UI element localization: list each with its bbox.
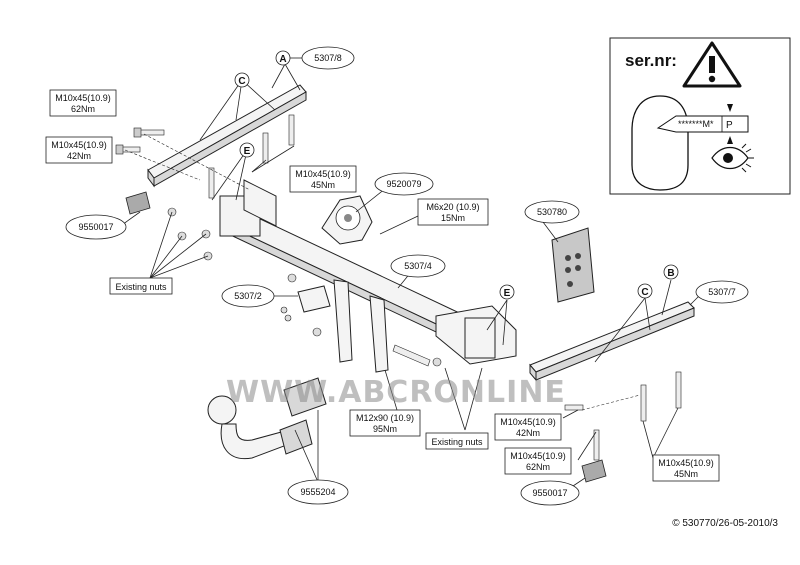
svg-text:Existing nuts: Existing nuts (115, 282, 167, 292)
right-side-bar (529, 301, 695, 382)
bolt-spec-socket: M6x20 (10.9) 15Nm (417, 198, 489, 226)
svg-text:9550017: 9550017 (78, 222, 113, 232)
eye-icon (711, 143, 754, 173)
part-label-main-beam: 5307/4 (390, 254, 446, 278)
svg-text:C: C (238, 76, 245, 87)
svg-text:M10x45(10.9): M10x45(10.9) (295, 169, 351, 179)
bolt-spec-top-left-1: M10x45(10.9) 62Nm (49, 89, 117, 117)
callout-A: A (275, 50, 291, 66)
socket-plate (321, 195, 373, 245)
svg-text:M12x90 (10.9): M12x90 (10.9) (356, 413, 414, 423)
arrow-down-icon (727, 104, 733, 112)
svg-text:A: A (279, 54, 286, 65)
svg-text:62Nm: 62Nm (526, 462, 550, 472)
copyright: © 530770/26-05-2010/3 (672, 518, 778, 529)
part-label-bar-left: 5307/8 (301, 46, 355, 70)
bolt-spec-right-2: M10x45(10.9) 62Nm (504, 447, 572, 475)
callout-C-left: C (234, 72, 250, 88)
callout-E-left: E (239, 142, 255, 158)
part-label-bracket-small: 5307/2 (221, 284, 275, 308)
svg-text:9555204: 9555204 (300, 487, 335, 497)
bolt-spec-top-mid: M10x45(10.9) 45Nm (289, 165, 357, 193)
existing-nuts-center: Existing nuts (425, 432, 489, 450)
svg-text:C: C (641, 287, 648, 298)
part-label-tow-ball: 9555204 (287, 479, 349, 505)
svg-text:B: B (667, 268, 674, 279)
bolt-icon (640, 384, 647, 422)
bolt-icon (593, 429, 600, 461)
nut-icon (287, 273, 297, 283)
svg-text:45Nm: 45Nm (311, 180, 335, 190)
tow-ball (207, 377, 327, 460)
svg-text:M10x45(10.9): M10x45(10.9) (658, 458, 714, 468)
electrical-kit (551, 227, 595, 303)
drop-brackets (297, 279, 389, 373)
svg-text:9550017: 9550017 (532, 488, 567, 498)
svg-text:M10x45(10.9): M10x45(10.9) (510, 451, 566, 461)
bolt-icon (564, 404, 584, 411)
bolt-spec-top-left-2: M10x45(10.9) 42Nm (45, 136, 113, 164)
plate-mask: *******M* (678, 119, 714, 129)
bolt-icon (392, 344, 431, 367)
svg-text:42Nm: 42Nm (516, 428, 540, 438)
bolt-spec-right-3: M10x45(10.9) 45Nm (652, 454, 720, 482)
nut-plates (125, 191, 607, 483)
svg-text:530780: 530780 (537, 207, 567, 217)
part-label-nut-plate-right: 9550017 (520, 480, 580, 506)
svg-text:5307/2: 5307/2 (234, 291, 262, 301)
nut-icon (280, 306, 288, 314)
svg-text:45Nm: 45Nm (674, 469, 698, 479)
svg-text:M10x45(10.9): M10x45(10.9) (500, 417, 556, 427)
plate-letter: P (726, 120, 733, 131)
svg-text:15Nm: 15Nm (441, 213, 465, 223)
arrow-up-icon (727, 136, 733, 144)
nut-icon (432, 357, 442, 367)
bolt-icon (288, 114, 295, 146)
bolt-icon (675, 371, 682, 409)
watermark: WWW.ABCRONLINE (226, 375, 566, 410)
part-label-socket-plate: 9520079 (374, 172, 434, 196)
bolt-icon (262, 132, 269, 164)
warning-panel: ser.nr: *******M* P (609, 37, 791, 195)
svg-text:95Nm: 95Nm (373, 424, 397, 434)
svg-text:9520079: 9520079 (386, 179, 421, 189)
bolts (115, 114, 682, 461)
bolt-icon (208, 167, 215, 199)
svg-text:62Nm: 62Nm (71, 104, 95, 114)
svg-text:42Nm: 42Nm (67, 151, 91, 161)
callout-E-right: E (499, 284, 515, 300)
svg-text:M10x45(10.9): M10x45(10.9) (51, 140, 107, 150)
nut-icon (312, 327, 322, 337)
part-label-electrical-kit: 530780 (524, 200, 580, 224)
serial-label: ser.nr: (625, 51, 677, 70)
leader-lines (118, 57, 704, 489)
bolt-spec-right-1: M10x45(10.9) 42Nm (494, 413, 562, 441)
svg-text:M6x20 (10.9): M6x20 (10.9) (426, 202, 479, 212)
svg-text:E: E (244, 146, 251, 157)
nut-icon (284, 314, 292, 322)
svg-text:M10x45(10.9): M10x45(10.9) (55, 93, 111, 103)
svg-text:Existing nuts: Existing nuts (431, 437, 483, 447)
bolt-icon (115, 144, 141, 155)
id-plate: *******M* P (656, 104, 749, 144)
svg-text:5307/4: 5307/4 (404, 261, 432, 271)
bolt-spec-center: M12x90 (10.9) 95Nm (349, 409, 421, 437)
part-label-bar-right: 5307/7 (695, 280, 749, 304)
svg-text:5307/7: 5307/7 (708, 287, 736, 297)
warning-triangle-icon (682, 41, 742, 88)
bolt-icon (133, 127, 165, 138)
callout-B: B (663, 264, 679, 280)
part-label-nut-plate-left: 9550017 (65, 214, 127, 240)
callout-C-right: C (637, 283, 653, 299)
existing-nuts-left: Existing nuts (109, 277, 173, 295)
svg-text:5307/8: 5307/8 (314, 53, 342, 63)
svg-text:E: E (504, 288, 511, 299)
sticker-shape (631, 95, 689, 191)
left-side-bar (147, 84, 307, 188)
